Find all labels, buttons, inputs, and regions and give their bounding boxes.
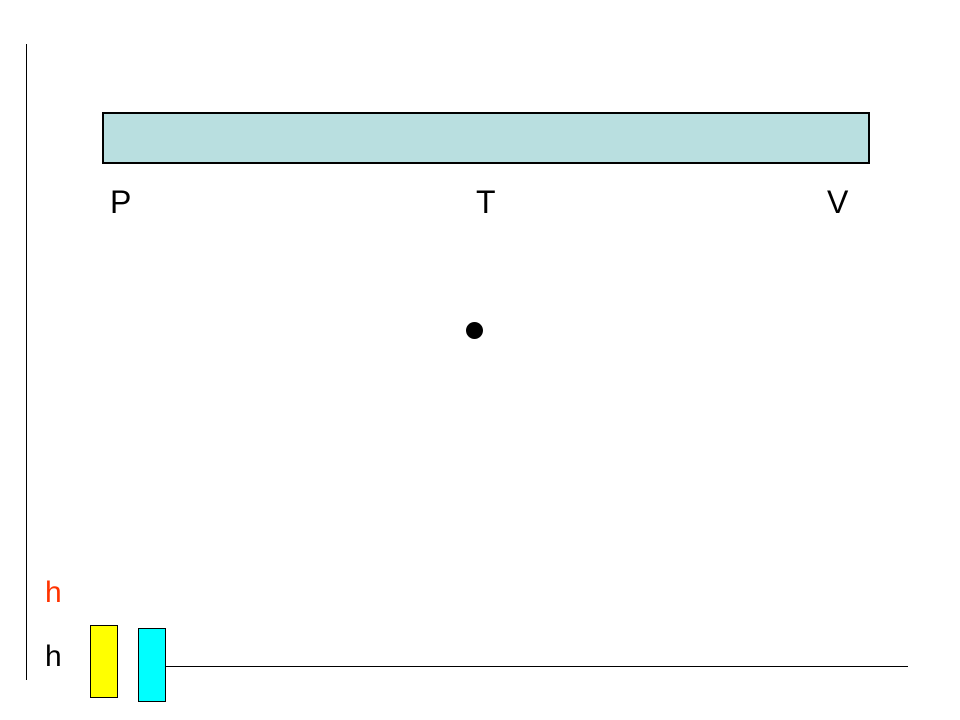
cyan-block [138,628,166,702]
label-v: V [827,184,849,220]
left-axis-line [26,44,27,680]
horizontal-bar [102,112,870,164]
red-h-label: h [45,576,62,609]
black-h-label: h [45,640,62,673]
yellow-block [90,625,118,698]
label-p: P [110,184,132,220]
bottom-baseline [164,666,908,667]
label-t: T [476,184,496,220]
center-dot [466,322,483,339]
